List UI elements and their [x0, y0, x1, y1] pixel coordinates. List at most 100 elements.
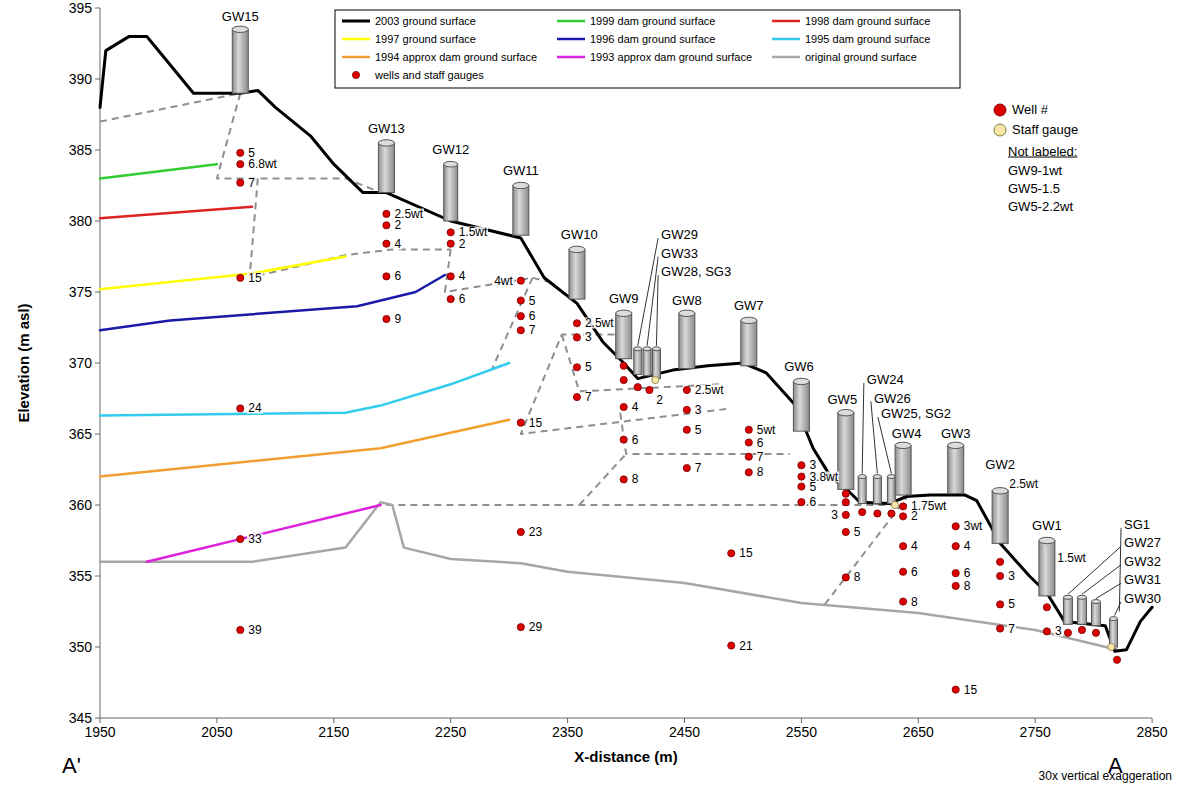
well-screen: [859, 508, 866, 515]
well-casing: [569, 249, 585, 299]
dam-stage-outline: [620, 413, 790, 454]
well-number: 4: [458, 271, 467, 282]
well-name: GW6: [784, 360, 814, 375]
well-casing-top: [1063, 595, 1072, 599]
leader-line: [1119, 528, 1121, 612]
well-name: GW3: [941, 427, 971, 442]
dam-stage-outline: [825, 498, 907, 605]
legend-box: [335, 10, 960, 88]
well-number: 2.5wt: [694, 384, 725, 395]
legend-text: 1999 dam ground surface: [590, 15, 715, 28]
well-screen: [447, 240, 454, 247]
well-screen: [383, 210, 390, 217]
well-name: GW1: [1032, 519, 1062, 534]
legend-swatch: [994, 124, 1006, 136]
well-casing: [378, 143, 394, 193]
well-screen: [447, 296, 454, 303]
well-name: GW11: [503, 164, 539, 179]
tick-label: 2750: [1020, 724, 1051, 740]
well-screen: [383, 240, 390, 247]
well-number: 2.5wt: [584, 318, 615, 329]
well-casing-top: [887, 475, 895, 479]
well-casing-top: [232, 26, 248, 32]
legend-text: Well #: [1012, 103, 1048, 118]
well-screen: [798, 462, 805, 469]
well-screen: [728, 642, 735, 649]
tick-mark: [100, 718, 101, 723]
well-screen: [952, 582, 959, 589]
well-name: GW2: [985, 458, 1015, 473]
staff-gauge: [1108, 643, 1115, 650]
well-casing: [793, 381, 809, 431]
dam-surface: [100, 420, 509, 477]
well-screen: [997, 558, 1004, 565]
well-number: 5: [853, 526, 862, 537]
well-screen: [573, 393, 580, 400]
well-number: 5: [694, 424, 703, 435]
well-screen: [952, 686, 959, 693]
well-number: 23: [528, 526, 543, 537]
well-screen: [237, 161, 244, 168]
leader-line: [1115, 602, 1122, 616]
leader-line: [656, 275, 658, 346]
well-name: GW15: [222, 9, 259, 24]
well-screen: [383, 273, 390, 280]
well-screen: [573, 334, 580, 341]
tick-mark: [95, 434, 100, 435]
well-number: 29: [528, 622, 543, 633]
well-casing: [895, 445, 911, 495]
well-screen: [237, 405, 244, 412]
well-screen: [798, 499, 805, 506]
well-name: SG1: [1124, 517, 1150, 532]
well-casing-top: [513, 182, 529, 188]
tick-label: 365: [69, 426, 92, 442]
well-number: 7: [694, 463, 703, 474]
well-screen: [237, 179, 244, 186]
well-screen: [383, 222, 390, 229]
well-screen: [573, 364, 580, 371]
well-number: 6: [910, 566, 919, 577]
dam-stage-outline: [492, 278, 533, 370]
well-number: 5: [528, 295, 537, 306]
well-number: 3: [584, 332, 593, 343]
tick-mark: [95, 505, 100, 506]
well-screen: [842, 574, 849, 581]
well-name: GW5: [828, 392, 858, 407]
legend-swatch: [557, 20, 585, 23]
leader-line: [1096, 583, 1121, 598]
legend-swatch: [557, 38, 585, 41]
well-casing: [652, 349, 660, 379]
well-name: GW12: [432, 143, 469, 158]
well-casing: [679, 313, 695, 368]
legend-swatch: [772, 38, 800, 41]
well-number: 8: [631, 474, 640, 485]
well-casing-top: [838, 410, 854, 416]
well-number: 6: [528, 311, 537, 322]
well-screen: [1043, 628, 1050, 635]
well-screen: [1092, 629, 1099, 636]
well-screen: [798, 483, 805, 490]
well-casing: [741, 320, 757, 365]
legend-text: 1998 dam ground surface: [805, 15, 930, 28]
dam-surface: [147, 505, 381, 562]
dam-stage-outline: [217, 93, 381, 192]
well-number: 7: [247, 177, 256, 188]
well-screen: [237, 626, 244, 633]
well-casing-top: [1110, 617, 1118, 621]
well-name: GW28, SG3: [661, 265, 731, 280]
well-name: GW7: [734, 299, 764, 314]
ground-surface: [100, 36, 1152, 651]
legend-text: 1995 dam ground surface: [805, 33, 930, 46]
well-number: 3: [1007, 571, 1016, 582]
legend-swatch: [557, 56, 585, 59]
tick-label: 2050: [201, 724, 232, 740]
well-name: GW13: [368, 121, 405, 136]
well-casing: [1110, 619, 1118, 647]
well-casing: [232, 29, 248, 93]
well-number: 5: [247, 147, 256, 158]
well-screen: [798, 473, 805, 480]
tick-mark: [1035, 718, 1036, 723]
well-number: 6: [393, 271, 402, 282]
note: GW9-1wt: [1008, 164, 1062, 179]
well-number: 7: [584, 392, 593, 403]
